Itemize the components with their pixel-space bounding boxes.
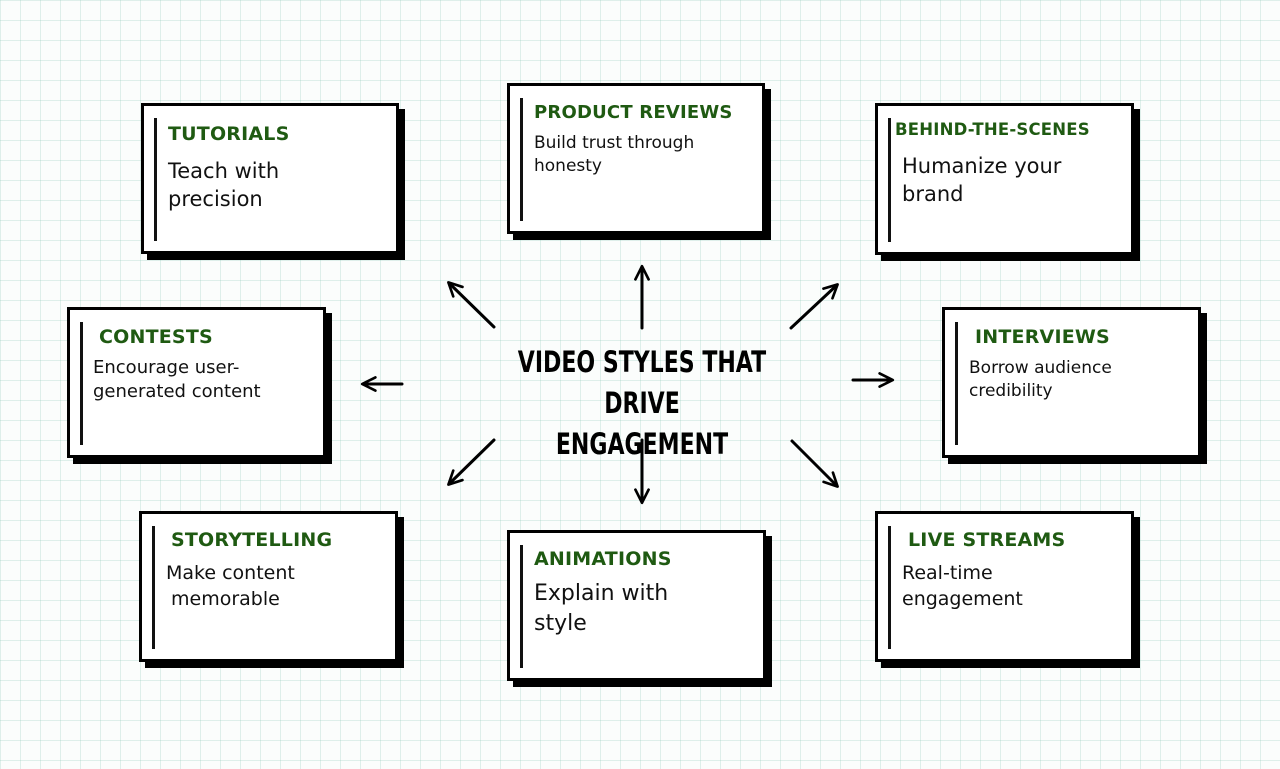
- card-title: CONTESTS: [99, 326, 213, 348]
- card-tutorials: TUTORIALS Teach with precision: [141, 103, 399, 254]
- card-description: Teach with precision: [168, 159, 280, 212]
- card-description: Borrow audience credibility: [969, 358, 1112, 401]
- card-title: LIVE STREAMS: [908, 529, 1066, 551]
- accent-bar: [955, 322, 958, 445]
- card-title: BEHIND-THE-SCENES: [895, 120, 1090, 139]
- card-title: INTERVIEWS: [975, 326, 1110, 348]
- card-title: STORYTELLING: [171, 529, 333, 551]
- arrow-to-tutorials: [447, 281, 496, 329]
- accent-bar: [154, 118, 157, 241]
- card-interviews: INTERVIEWS Borrow audience credibility: [942, 307, 1201, 458]
- arrow-to-live-streams: [790, 439, 839, 488]
- accent-bar: [152, 526, 155, 649]
- accent-bar: [888, 526, 891, 649]
- card-title: TUTORIALS: [168, 123, 290, 145]
- arrow-to-behind-the-scenes: [789, 283, 839, 330]
- card-description: Encourage user-generated content: [93, 357, 261, 403]
- card-description: Humanize your brand: [902, 154, 1062, 207]
- accent-bar: [520, 98, 523, 221]
- card-title: PRODUCT REVIEWS: [534, 102, 733, 123]
- card-behind-the-scenes: BEHIND-THE-SCENES Humanize your brand: [875, 103, 1134, 255]
- card-storytelling: STORYTELLING Make content memorable: [139, 511, 398, 662]
- card-animations: ANIMATIONS Explain with style: [507, 530, 766, 681]
- accent-bar: [888, 118, 891, 242]
- card-description: Build trust through honesty: [534, 133, 695, 176]
- card-description: Make content memorable: [166, 562, 295, 610]
- accent-bar: [80, 322, 83, 445]
- card-title: ANIMATIONS: [534, 548, 672, 570]
- card-description: Real-time engagement: [902, 562, 1023, 610]
- diagram-title: VIDEO STYLES THAT DRIVE ENGAGEMENT: [517, 345, 767, 462]
- accent-bar: [520, 545, 523, 668]
- card-live-streams: LIVE STREAMS Real-time engagement: [875, 511, 1134, 662]
- arrow-to-storytelling: [447, 438, 496, 486]
- card-contests: CONTESTS Encourage user-generated conten…: [67, 307, 326, 458]
- card-description: Explain with style: [534, 581, 669, 636]
- card-product-reviews: PRODUCT REVIEWS Build trust through hone…: [507, 83, 765, 234]
